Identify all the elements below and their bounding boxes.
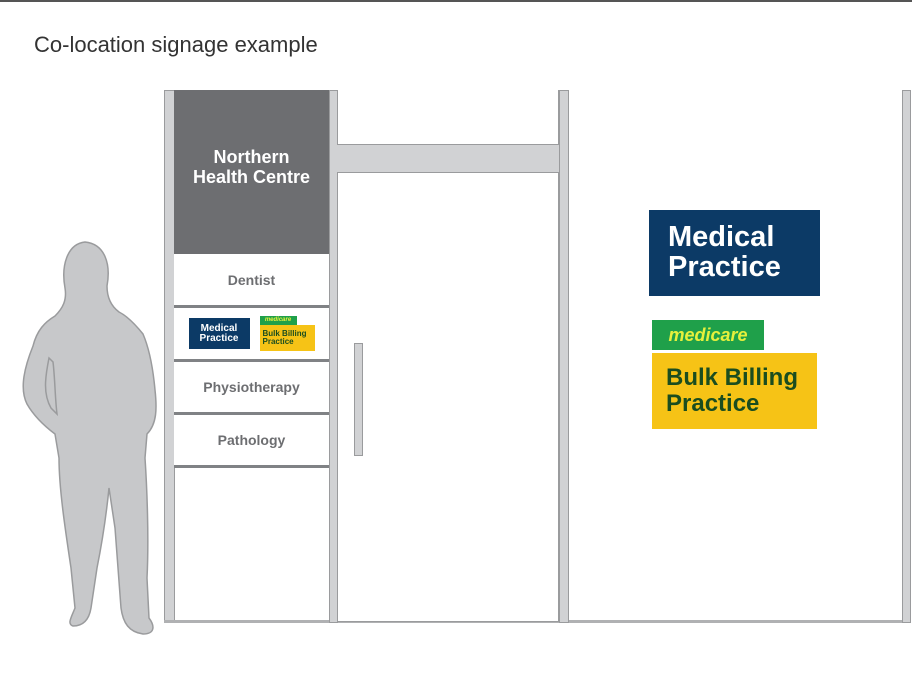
transom-panel xyxy=(337,90,559,145)
directory-row-physiotherapy: Physiotherapy xyxy=(174,362,329,415)
door-handle xyxy=(354,343,363,456)
sign-line: Bulk Billing xyxy=(666,364,798,391)
header-line-1: Northern xyxy=(213,147,290,167)
row-label: Physiotherapy xyxy=(203,379,300,395)
directory-row-dentist: Dentist xyxy=(174,254,329,308)
right-post xyxy=(902,90,911,623)
page-title: Co-location signage example xyxy=(34,32,318,57)
sign-line: Medical xyxy=(668,221,775,253)
directory-header: Northern Health Centre xyxy=(174,90,329,254)
top-border xyxy=(0,0,912,2)
sign-line: Practice xyxy=(666,390,760,417)
door-post xyxy=(559,90,569,623)
row-label: Pathology xyxy=(217,432,286,448)
sign-line: Practice xyxy=(262,337,294,346)
medicare-label: medicare xyxy=(652,320,764,350)
small-medicare-label: medicare xyxy=(259,316,297,325)
sign-line: Bulk Billing xyxy=(262,329,307,338)
sign-line: Practice xyxy=(668,251,781,283)
person-silhouette xyxy=(22,241,157,635)
sign-line: Practice xyxy=(199,332,239,344)
row-label: Dentist xyxy=(227,271,276,288)
door-header xyxy=(337,145,559,172)
header-line-2: Health Centre xyxy=(192,167,311,187)
door xyxy=(337,172,559,622)
directory-row-pathology: Pathology xyxy=(174,415,329,468)
sign-line: Medical xyxy=(200,322,238,334)
